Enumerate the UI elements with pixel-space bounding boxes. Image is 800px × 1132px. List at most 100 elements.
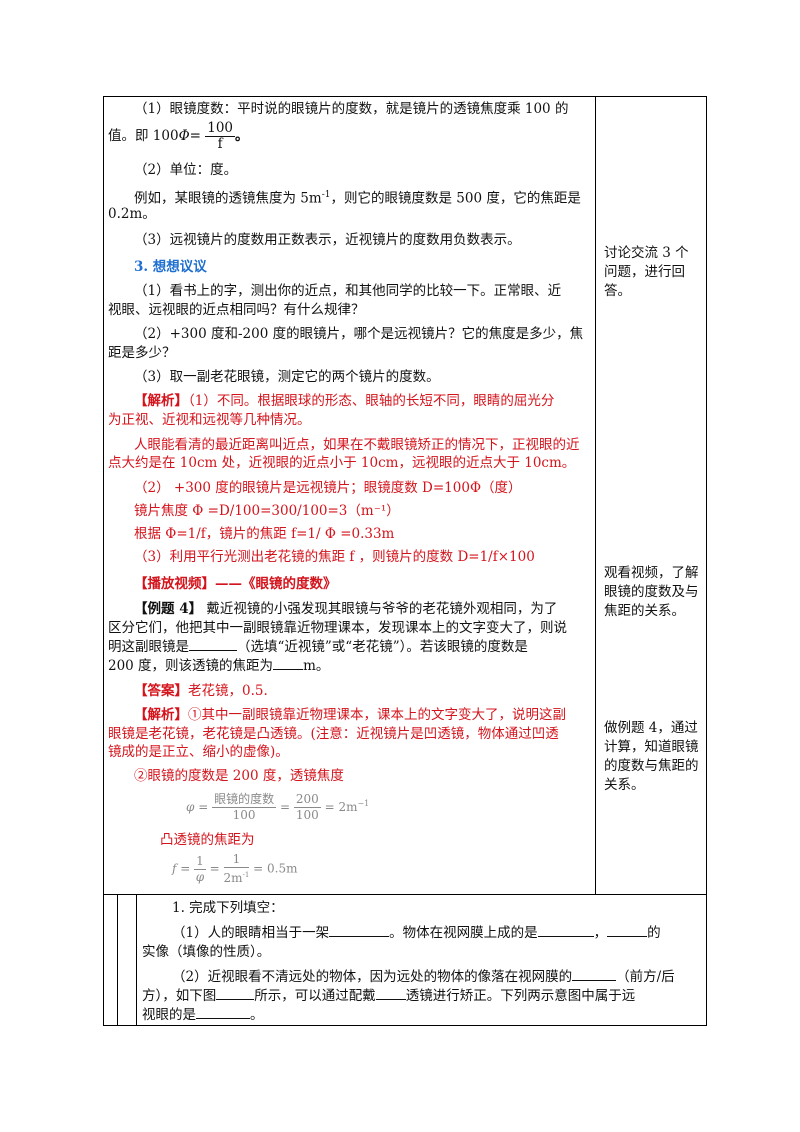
table-border-top xyxy=(103,96,707,97)
analysis-1-b: 为正视、近视和远视等几种情况。 xyxy=(108,412,311,428)
solution-3: 凸透镜的焦距为 xyxy=(160,832,255,848)
side-note-example: 做例题 4，通过计算，知道眼镜的度数与焦距的关系。 xyxy=(604,720,699,793)
formula-focal-den2-base: 2m xyxy=(223,871,243,885)
formula-focal-eq: = xyxy=(209,861,220,876)
phi-symbol: Φ xyxy=(178,128,190,144)
heading-discussion: 3. 想想议议 xyxy=(134,259,207,275)
practice-2-b-lead: 方），如下图 xyxy=(142,988,217,1004)
practice-1-tail: 的 xyxy=(647,925,661,941)
row-divider xyxy=(103,894,707,895)
text-degree-def-2-lead: 值。即 100 xyxy=(108,128,179,144)
column-divider-upper xyxy=(595,96,596,894)
example-4-c: 明这副眼镜是 （选填“近视镜”或“老花镜”）。若该眼镜的度数是 xyxy=(108,636,528,658)
text-example-1: 例如，某眼镜的透镜焦度为 5m-1，则它的眼镜度数是 500 度，它的焦距是 xyxy=(134,184,581,210)
solution-1-c: 镜成的是正立、缩小的虚像)。 xyxy=(108,744,289,760)
formula-focal-num: 1 xyxy=(194,853,206,870)
formula-focal-num2: 1 xyxy=(223,852,250,868)
practice-2-c-lead: 视眼的是 xyxy=(142,1007,196,1023)
table-border-left xyxy=(103,96,104,1026)
question-2-b: 距是多少？ xyxy=(108,345,176,361)
fraction-numerator: 100 xyxy=(205,120,236,137)
answer-text: 老花镜，0.5. xyxy=(188,683,268,699)
example-4-d-lead: 200 度，则该透镜的焦距为 xyxy=(108,658,274,674)
practice-1-lead: （1）人的眼睛相当于一架 xyxy=(172,925,330,941)
formula-power-num2: 200 xyxy=(293,792,321,808)
example-4-d: 200 度，则该透镜的焦距为 m。 xyxy=(108,655,329,677)
analysis-4: 镜片焦度 Φ =D/100=300/100=3（m⁻¹） xyxy=(134,503,400,519)
practice-2-b-tail: 透镜进行矫正。下列两示意图中属于远 xyxy=(405,988,636,1004)
practice-blank-7[interactable] xyxy=(196,1004,250,1019)
practice-2-lead: （2）近视眼看不清远处的物体，因为远处的物体的像落在视网膜的 xyxy=(172,969,573,985)
practice-1-b: 实像（填像的性质）。 xyxy=(142,944,271,960)
table-border-right xyxy=(706,96,707,1026)
question-1-a: （1）看书上的字，测出你的近点，和其他同学的比较一下。正常眼、近 xyxy=(134,283,562,299)
side-note-video: 观看视频，了解眼镜的度数及与焦距的关系。 xyxy=(604,565,699,619)
equals-sign: = xyxy=(189,128,201,144)
formula-focal-den: φ xyxy=(195,869,205,884)
formula-power-eq: = xyxy=(279,800,291,814)
analysis-1-a-text: （1）不同。根据眼球的形态、眼轴的长短不同，眼睛的屈光分 xyxy=(188,393,555,409)
solution-1-b: 眼镜是老花镜，老花镜是凸透镜。(注意：近视镜片是凹透镜，物体通过凹透 xyxy=(108,726,559,742)
practice-blank-5[interactable] xyxy=(216,985,255,1000)
side-note-discussion: 讨论交流 3 个问题，进行回答。 xyxy=(604,245,689,299)
example-4-c-lead: 明这副眼镜是 xyxy=(108,639,189,655)
practice-2-c: 视眼的是 。 xyxy=(142,1004,264,1026)
formula-power-den: 100 xyxy=(232,808,256,822)
practice-intro: 1. 完成下列填空： xyxy=(172,900,284,916)
text-degree-def-1: （1）眼镜度数：平时说的眼镜片的度数，就是镜片的透镜焦度乘 100 的 xyxy=(134,101,569,117)
practice-2-b-mid: 所示，可以通过配戴 xyxy=(254,988,376,1004)
practice-blank-2[interactable] xyxy=(537,922,594,937)
practice-blank-4[interactable] xyxy=(572,966,617,981)
solution-1-a-text: ①其中一副眼镜靠近物理课本，课本上的文字变大了，说明这副 xyxy=(188,707,566,723)
solution-tag: 【解析】 xyxy=(134,707,188,723)
example-4-c-tail: （选填“近视镜”或“老花镜”）。若该眼镜的度数是 xyxy=(237,639,528,655)
example-4-b: 区分它们，他把其中一副眼镜靠近物理课本，发现课本上的文字变大了，则说 xyxy=(108,620,567,636)
text-example-1-a: 例如，某眼镜的透镜焦度为 5m xyxy=(134,190,322,207)
period-mark: 。 xyxy=(235,128,249,144)
formula-focal-den2: 2m-1 xyxy=(224,868,250,886)
text-unit: （2）单位：度。 xyxy=(134,162,238,178)
question-1-b: 视眼、远视眼的近点相同吗？有什么规律？ xyxy=(108,302,365,318)
example-tag: 【例题 4】 xyxy=(134,601,203,617)
solution-2: ②眼镜的度数是 200 度，透镜焦度 xyxy=(134,768,344,784)
formula-power-rhs: = 2m xyxy=(324,800,358,814)
text-sign-rule: （3）远视镜片的度数用正数表示，近视镜片的度数用负数表示。 xyxy=(134,232,521,248)
video-link[interactable]: 【播放视频】——《眼镜的度数》 xyxy=(134,576,337,592)
column-divider-a xyxy=(117,894,118,1026)
practice-2-c-tail: 。 xyxy=(250,1007,264,1023)
practice-blank-3[interactable] xyxy=(607,922,648,937)
practice-2-a: （2）近视眼看不清远处的物体，因为远处的物体的像落在视网膜的 （前方/后 xyxy=(172,966,675,988)
practice-blank-6[interactable] xyxy=(375,985,406,1000)
analysis-5: 根据 Φ=1/f，镜片的焦距 f=1/ Φ =0.33m xyxy=(134,526,395,542)
formula-focal-rhs: = 0.5m xyxy=(253,861,298,876)
practice-blank-1[interactable] xyxy=(329,922,390,937)
analysis-2-a: 人眼能看清的最近距离叫近点，如果在不戴眼镜矫正的情况下，正视眼的近 xyxy=(134,437,580,453)
analysis-3: （2） +300 度的眼镜片是远视镜片；眼镜度数 D=100Φ（度） xyxy=(134,480,522,496)
text-example-1-b: ，则它的眼镜度数是 500 度，它的焦距是 xyxy=(330,190,581,207)
answer-line: 【答案】老花镜，0.5. xyxy=(134,680,268,702)
answer-blank-type[interactable] xyxy=(189,636,237,651)
solution-1-a: 【解析】①其中一副眼镜靠近物理课本，课本上的文字变大了，说明这副 xyxy=(134,704,566,726)
practice-2-tail: （前方/后 xyxy=(616,969,675,985)
formula-power-sup: −1 xyxy=(357,799,370,808)
formula-power-lhs: φ = xyxy=(186,800,209,814)
formula-power-den2: 100 xyxy=(295,808,319,822)
analysis-2-b: 点大约是在 10cm 处，近视眼的近点小于 10cm，远视眼的近点大于 10cm… xyxy=(108,455,576,471)
question-2-a: （2）+300 度和-200 度的眼镜片，哪个是远视镜片？它的焦度是多少，焦 xyxy=(134,326,584,342)
answer-blank-focal[interactable] xyxy=(273,655,304,670)
text-example-2: 0.2m。 xyxy=(108,206,156,222)
example-4-d-tail: m。 xyxy=(303,658,330,674)
answer-tag: 【答案】 xyxy=(134,683,188,699)
table-border-bottom xyxy=(103,1025,707,1026)
analysis-1-a: 【解析】（1）不同。根据眼球的形态、眼轴的长短不同，眼睛的屈光分 xyxy=(134,390,554,412)
formula-focal-den2-sup: -1 xyxy=(242,871,250,879)
column-divider-b xyxy=(136,894,137,1026)
superscript-minus-one: -1 xyxy=(321,190,331,200)
